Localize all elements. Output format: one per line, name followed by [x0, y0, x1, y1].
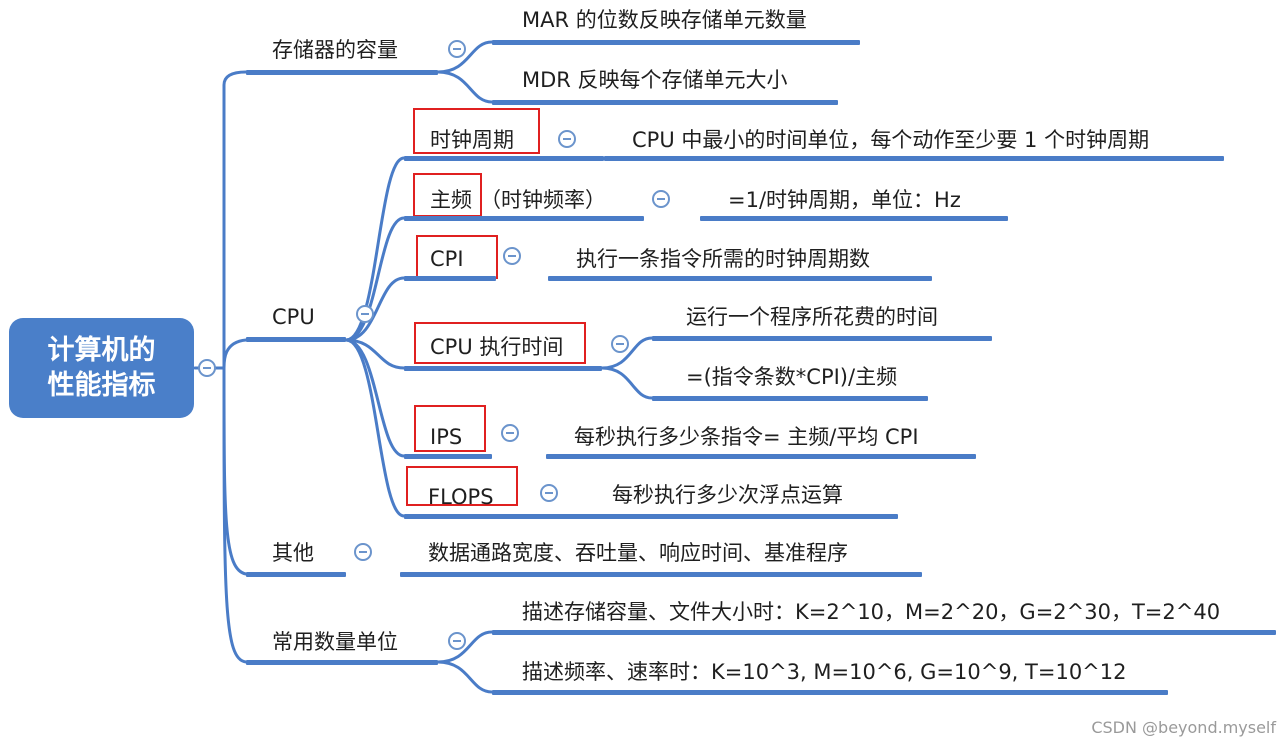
clock-cycle-highlight-box: [413, 108, 540, 154]
other-detail-underline: [400, 572, 922, 577]
root-node[interactable]: 计算机的 性能指标: [9, 318, 194, 418]
clock-cycle-detail: CPU 中最小的时间单位，每个动作至少要 1 个时钟周期: [632, 128, 1150, 152]
clock-frequency-suffix: （时钟频率）: [480, 188, 606, 212]
mdr-size-text: MDR 反映每个存储单元大小: [522, 68, 788, 92]
clock-cycle-underline: [404, 156, 604, 161]
root-collapse-icon[interactable]: [198, 359, 216, 377]
flops-detail-underline: [586, 514, 898, 519]
units-collapse-icon[interactable]: [448, 632, 466, 650]
storage-capacity-label: 存储器的容量: [272, 38, 398, 62]
flops-detail: 每秒执行多少次浮点运算: [612, 483, 843, 507]
other-underline: [246, 572, 346, 577]
cpu-exec-time-underline: [404, 366, 602, 371]
flops-underline: [404, 514, 588, 519]
storage-capacity-underline: [246, 70, 438, 75]
exec-time-formula-underline: [652, 396, 928, 401]
common-units-underline: [246, 660, 438, 665]
cpi-underline: [404, 276, 496, 281]
storage-collapse-icon[interactable]: [448, 40, 466, 58]
storage-units-underline: [492, 630, 1276, 635]
cpu-exec-time-highlight-box: [414, 322, 586, 364]
frequency-units-text: 描述频率、速率时：K=10^3, M=10^6, G=10^9, T=10^12: [522, 660, 1127, 684]
ips-detail: 每秒执行多少条指令= 主频/平均 CPI: [574, 425, 919, 449]
flops-label: FLOPS: [428, 485, 494, 509]
cpu-exec-time-label: CPU 执行时间: [430, 335, 564, 359]
root-title-line2: 性能指标: [47, 370, 156, 401]
cpu-underline: [246, 337, 346, 342]
main-frequency-detail: =1/时钟周期，单位：Hz: [728, 188, 961, 212]
main-frequency-underline: [404, 216, 644, 221]
other-detail: 数据通路宽度、吞吐量、响应时间、基准程序: [428, 541, 848, 565]
clock-cycle-collapse-icon[interactable]: [558, 130, 576, 148]
exec-time-formula-text: =(指令条数*CPI)/主频: [686, 365, 898, 389]
main-frequency-collapse-icon[interactable]: [652, 190, 670, 208]
other-label: 其他: [272, 541, 314, 565]
cpu-label: CPU: [272, 305, 315, 329]
cpi-detail-underline: [548, 276, 932, 281]
other-collapse-icon[interactable]: [354, 543, 372, 561]
storage-units-text: 描述存储容量、文件大小时：K=2^10，M=2^20，G=2^30，T=2^40: [522, 600, 1221, 624]
cpi-label: CPI: [430, 247, 464, 271]
ips-label: IPS: [430, 425, 463, 449]
ips-underline: [404, 454, 492, 459]
ips-collapse-icon[interactable]: [501, 424, 519, 442]
mar-bits-underline: [492, 40, 860, 45]
clock-cycle-label: 时钟周期: [430, 128, 514, 152]
ips-highlight-box: [414, 405, 486, 452]
main-frequency-label: 主频: [430, 188, 472, 212]
common-units-label: 常用数量单位: [272, 630, 398, 654]
root-title-line1: 计算机的: [47, 335, 156, 366]
watermark: CSDN @beyond.myself: [1091, 718, 1276, 737]
mar-bits-text: MAR 的位数反映存储单元数量: [522, 8, 807, 32]
ips-detail-underline: [546, 454, 976, 459]
mdr-size-underline: [492, 100, 838, 105]
flops-highlight-box: [406, 466, 518, 506]
cpi-collapse-icon[interactable]: [503, 247, 521, 265]
frequency-units-underline: [492, 690, 1168, 695]
program-run-time-underline: [652, 336, 992, 341]
cpu-exec-time-collapse-icon[interactable]: [611, 335, 629, 353]
cpi-detail: 执行一条指令所需的时钟周期数: [576, 247, 870, 271]
cpu-collapse-icon[interactable]: [356, 305, 374, 323]
clock-cycle-detail-underline: [604, 156, 1224, 161]
program-run-time-text: 运行一个程序所花费的时间: [686, 305, 938, 329]
flops-collapse-icon[interactable]: [540, 484, 558, 502]
main-frequency-detail-underline: [700, 216, 1008, 221]
